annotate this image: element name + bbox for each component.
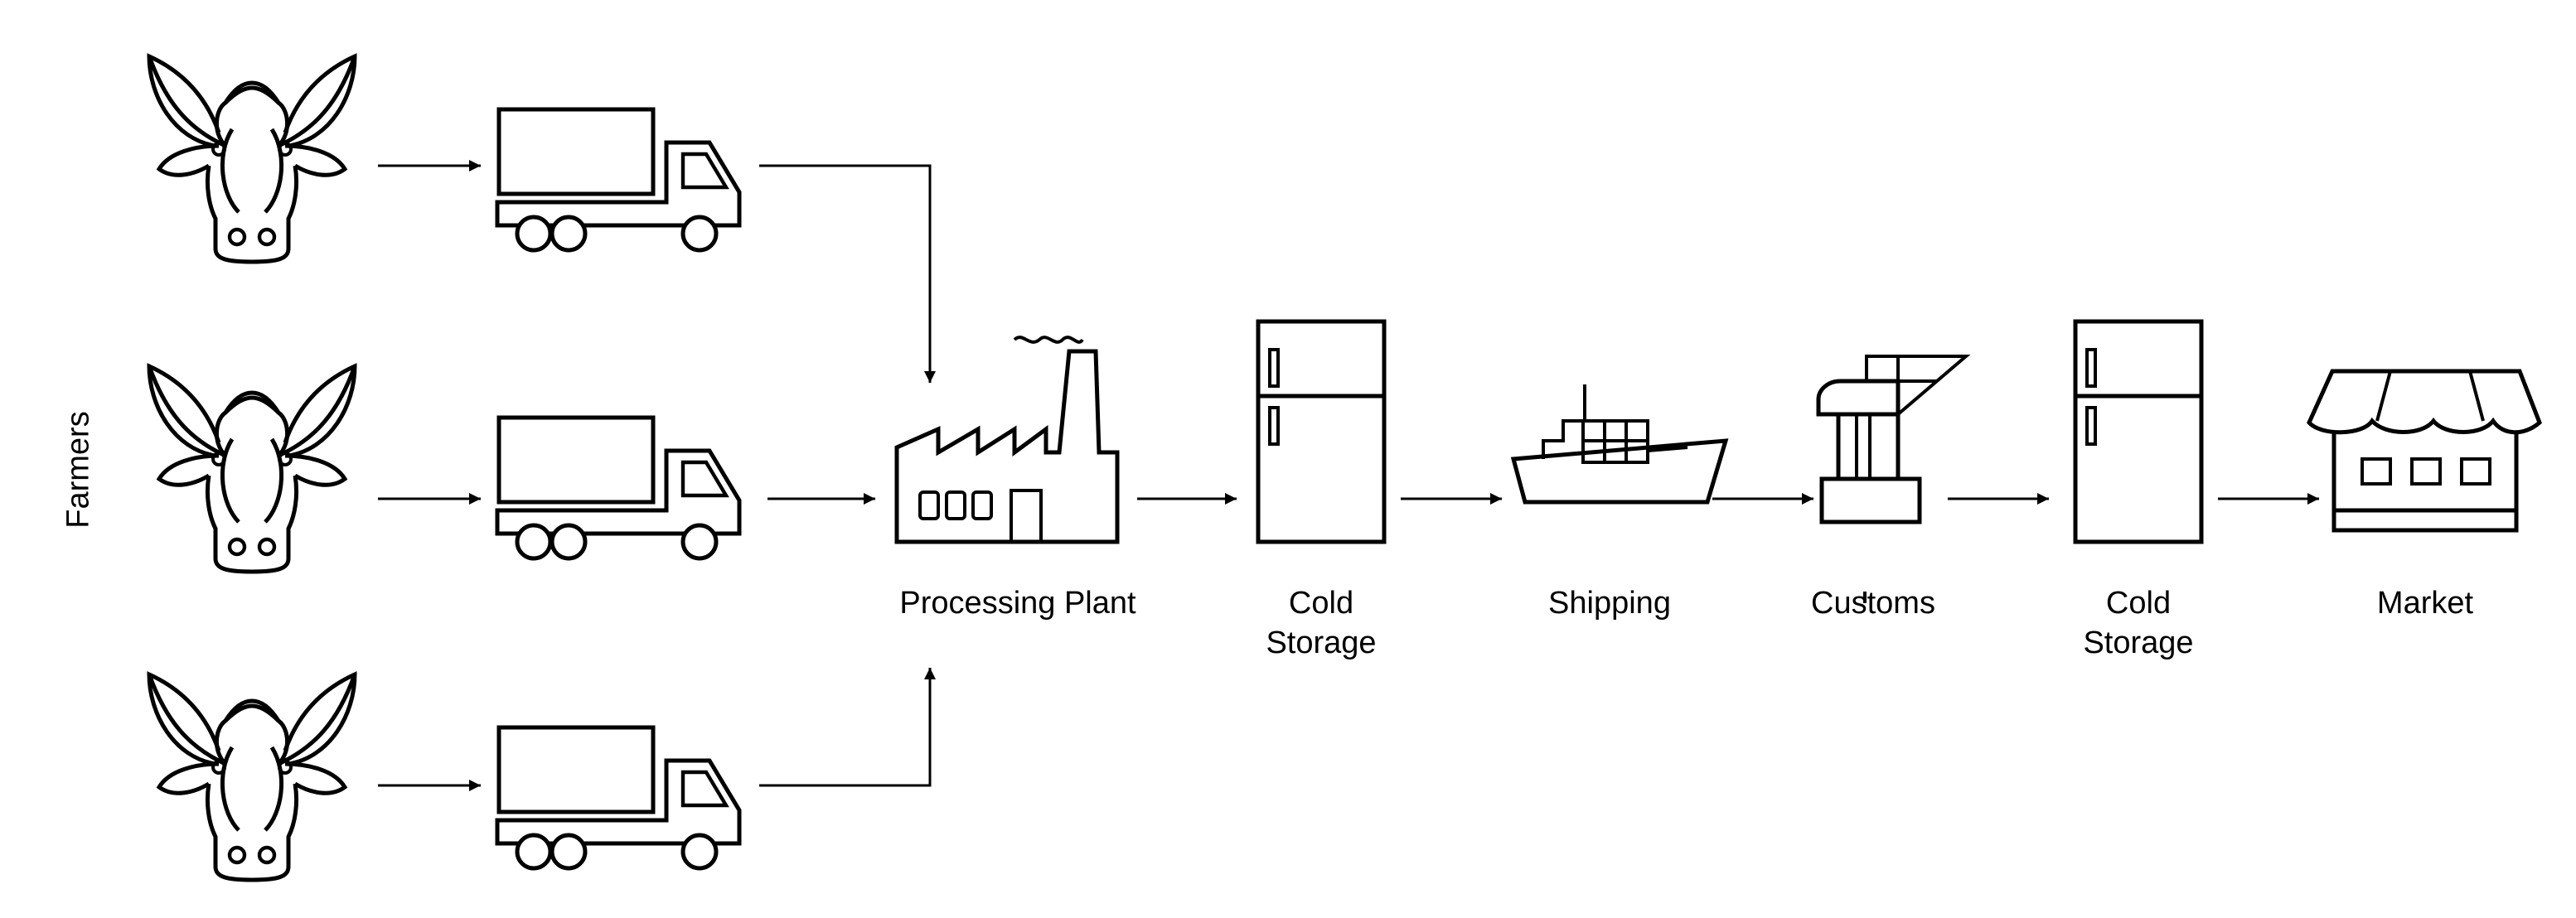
cargo-ship-icon	[1510, 384, 1729, 505]
cold-storage-1-label: Cold Storage	[1266, 586, 1377, 660]
farmers-label: Farmers	[61, 411, 96, 529]
truck-icon	[497, 109, 739, 250]
cow-icon	[149, 674, 355, 880]
market-stall-icon	[2307, 369, 2542, 533]
market-label: Market	[2376, 586, 2474, 621]
truck-icon	[497, 727, 739, 868]
cow-icon	[149, 366, 355, 572]
cow-icon	[149, 56, 355, 262]
processing-plant-label: Processing Plant	[899, 586, 1136, 621]
refrigerator-icon	[1258, 321, 1384, 542]
connector-arrow	[759, 668, 936, 787]
customs-label: Customs	[1811, 586, 1935, 621]
shipping-label: Shipping	[1548, 586, 1671, 621]
port-crane-icon	[1816, 355, 1971, 603]
refrigerator-icon	[2075, 321, 2201, 542]
truck-icon	[497, 418, 739, 558]
connector-arrow	[759, 164, 936, 383]
factory-icon	[894, 336, 1120, 544]
cold-storage-2-label: Cold Storage	[2083, 586, 2194, 660]
